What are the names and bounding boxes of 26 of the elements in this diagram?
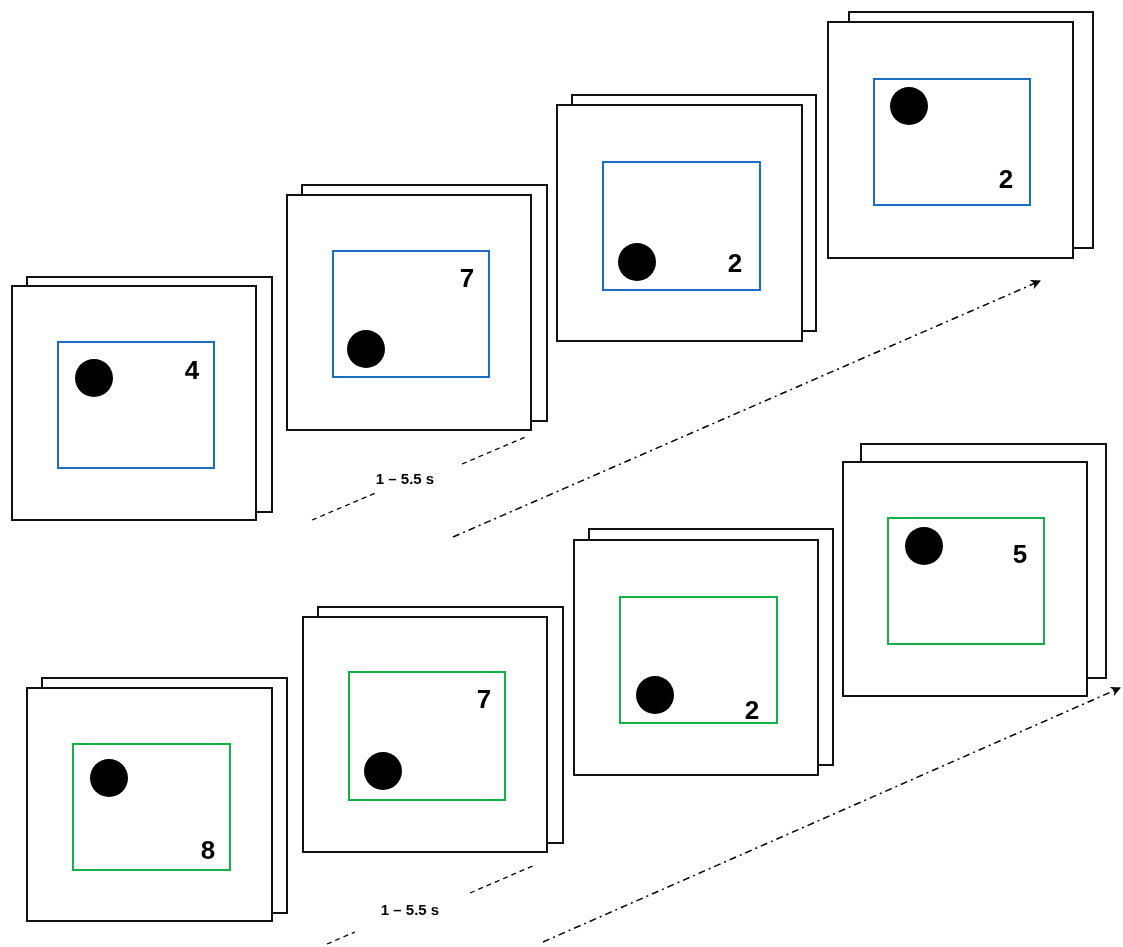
- screen-frame: [11, 285, 257, 521]
- digit: 2: [727, 250, 743, 276]
- screen-frame: [573, 539, 819, 776]
- display-frame: [332, 250, 490, 378]
- digit: 4: [184, 357, 200, 383]
- duration-label: 1 – 5.5 s: [380, 900, 440, 918]
- display-frame: [348, 671, 506, 801]
- digit: 7: [476, 686, 492, 712]
- screen-frame: [827, 21, 1074, 259]
- screen-frame: [286, 194, 532, 431]
- digit: 7: [459, 265, 475, 291]
- display-frame: [602, 161, 761, 291]
- display-frame: [873, 78, 1031, 206]
- screen-frame: [302, 616, 548, 853]
- display-frame: [57, 341, 215, 469]
- digit: 8: [200, 837, 216, 863]
- display-frame: [887, 517, 1045, 645]
- screen-frame: [26, 687, 273, 922]
- digit: 2: [998, 166, 1014, 192]
- screen-frame: [842, 461, 1088, 697]
- screen-frame: [556, 104, 803, 342]
- digit: 2: [744, 697, 760, 723]
- digit: 5: [1012, 541, 1028, 567]
- display-frame: [72, 743, 231, 871]
- display-frame: [619, 596, 778, 724]
- duration-label: 1 – 5.5 s: [375, 469, 435, 487]
